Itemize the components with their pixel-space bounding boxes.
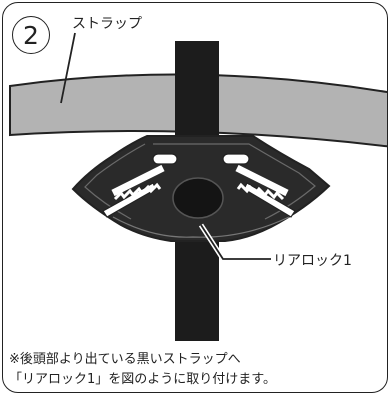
center-button xyxy=(172,177,224,219)
instruction-note: ※後頭部より出ている黒いストラップへ 「リアロック1」を図のように取り付けます。 xyxy=(9,350,381,390)
upper-slot-right xyxy=(222,153,250,165)
step-number-badge: 2 xyxy=(12,16,50,54)
toothed-slot-right xyxy=(235,164,296,218)
illustration xyxy=(9,32,387,341)
rear-lock-label: リアロック1 xyxy=(273,253,352,269)
upper-slot-left xyxy=(152,153,178,165)
toothed-slot-left xyxy=(102,164,165,218)
note-line-1: ※後頭部より出ている黒いストラップへ xyxy=(9,352,241,367)
strap-pointer-line xyxy=(60,32,76,104)
strap-label: ストラップ xyxy=(72,16,142,32)
instruction-panel: 2 ストラップ リアロック1 ※後頭部より出ている黒いストラップへ 「リアロック… xyxy=(2,2,388,393)
note-line-2: 「リアロック1」を図のように取り付けます。 xyxy=(9,372,276,387)
